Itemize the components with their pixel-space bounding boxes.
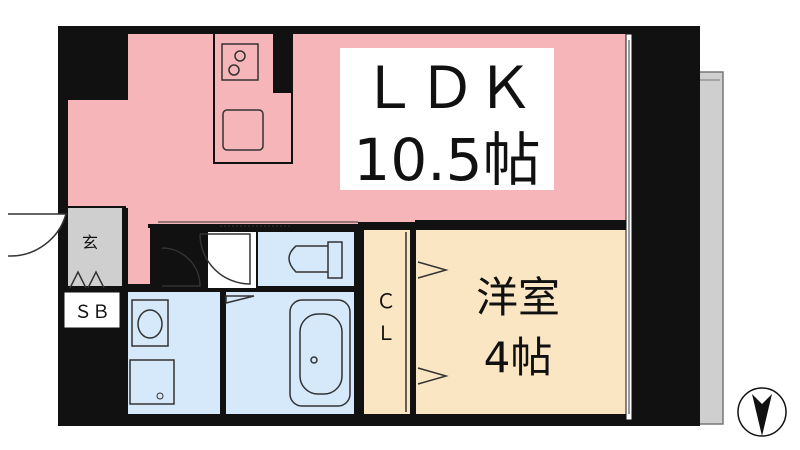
balcony-sash [625,33,633,421]
entrance-door [7,213,67,257]
door-swings [161,233,449,385]
kitchen-counter [213,32,293,164]
western-room [416,230,628,414]
sink-icon [222,109,264,151]
ldk-label: ＬＤＫ [360,54,534,122]
closet-label-bottom: Ｌ [376,321,396,345]
bath-room [226,292,358,414]
shoe-box [63,291,121,329]
washer-icon [129,359,175,405]
closet-label-top: Ｃ [376,289,396,313]
ldk-size-label: 10.5帖 [353,126,540,194]
bathtub-icon [289,299,351,407]
north-arrow-icon [737,387,787,437]
washbasin-icon [131,299,169,347]
western-room-size-label: 4帖 [484,333,553,382]
western-room-label: 洋室 [476,273,560,322]
toilet-icon [288,241,343,279]
toilet-room [258,232,358,286]
entrance-label: 玄 [82,233,98,252]
shoe-box-label: ＳＢ [74,302,110,323]
stove-icon [221,43,259,81]
balcony-label: バルコニー [666,120,694,240]
closet-area [364,230,410,414]
